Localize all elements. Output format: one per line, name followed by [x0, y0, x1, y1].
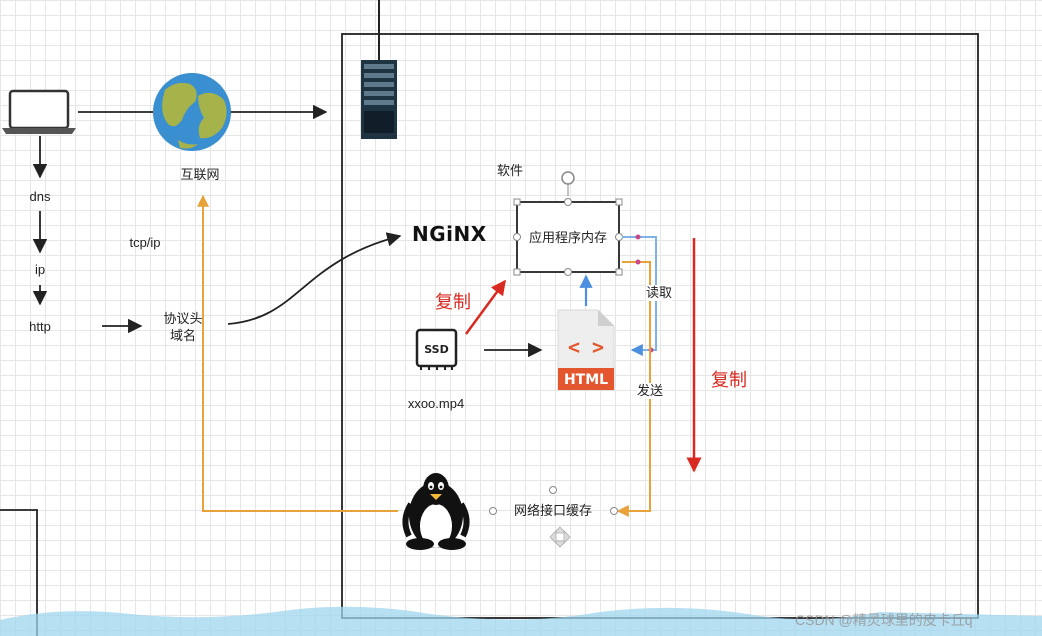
partial-box-bottom-left	[0, 509, 38, 636]
copy-left-label: 复制	[435, 292, 471, 312]
html-file-icon: < > HTML	[557, 309, 615, 391]
network-cache-label: 网络接口缓存	[513, 503, 593, 518]
software-label: 软件	[496, 163, 524, 178]
laptop-icon	[2, 89, 76, 134]
protocol-header-label: 协议头	[163, 311, 203, 326]
file-name-label: xxoo.mp4	[407, 396, 465, 411]
globe-icon	[153, 73, 231, 151]
copy-right-label: 复制	[711, 370, 747, 390]
send-label: 发送	[637, 383, 664, 399]
dns-label: dns	[29, 189, 51, 204]
csdn-watermark: CSDN @精灵球里的皮卡丘q	[795, 612, 973, 628]
domain-name-label: 域名	[169, 328, 197, 343]
ssd-icon: SSD	[415, 328, 458, 370]
internet-label: 互联网	[180, 167, 220, 182]
server-icon	[361, 60, 397, 139]
nginx-logo: NGiNX	[412, 222, 487, 246]
read-label: 读取	[646, 285, 673, 301]
move-handle-icon[interactable]	[549, 526, 571, 548]
ip-label: ip	[34, 262, 46, 277]
header-to-nginx-curve	[227, 232, 402, 325]
html-icon-glyph: < >	[568, 335, 604, 359]
app-memory-label: 应用程序内存	[528, 230, 608, 245]
ssd-icon-label: SSD	[424, 343, 448, 356]
bottom-wave-decoration	[0, 606, 1042, 636]
network-cache-node	[489, 486, 618, 515]
copy-left-red-arrow	[464, 279, 507, 335]
app-memory-box	[513, 171, 623, 276]
linux-to-internet-orange-arrow	[197, 194, 398, 512]
html-icon-label: HTML	[564, 372, 608, 388]
linux-penguin-icon	[402, 473, 470, 550]
http-label: http	[29, 319, 51, 334]
tcpip-label: tcp/ip	[129, 235, 161, 250]
